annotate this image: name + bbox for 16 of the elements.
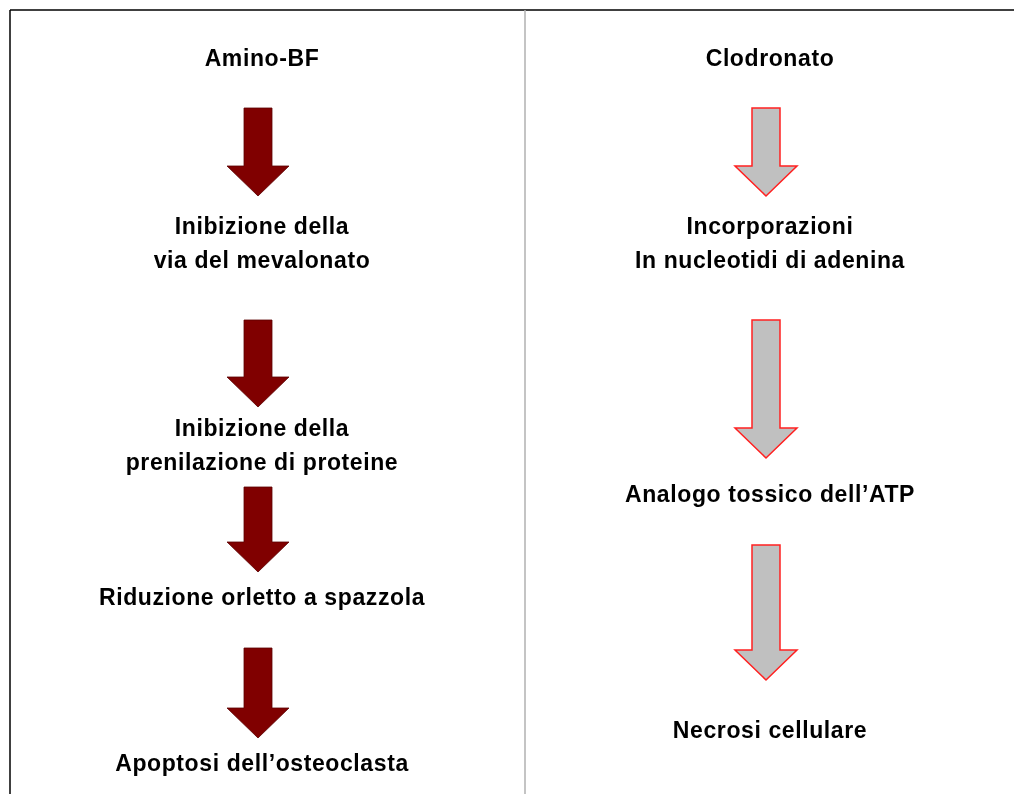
block-arrow	[733, 107, 799, 198]
step-text: Clodronato	[704, 44, 836, 73]
step-text: Riduzione orletto a spazzola	[97, 583, 427, 612]
step-text: Apoptosi dell’osteoclasta	[114, 749, 410, 778]
step-text: Inibizione della via del mevalonato	[152, 212, 372, 275]
block-arrow	[733, 319, 799, 460]
block-arrow	[226, 107, 290, 197]
block-arrow	[226, 486, 290, 573]
step-text: Analogo tossico dell’ATP	[624, 480, 916, 509]
step-text: Necrosi cellulare	[671, 716, 869, 745]
block-arrow	[733, 544, 799, 682]
step-text: Incorporazioni In nucleotidi di adenina	[634, 212, 906, 275]
step-text: Amino-BF	[203, 44, 321, 73]
block-arrow	[226, 319, 290, 408]
block-arrow	[226, 647, 290, 739]
step-text: Inibizione della prenilazione di proteine	[124, 414, 400, 477]
